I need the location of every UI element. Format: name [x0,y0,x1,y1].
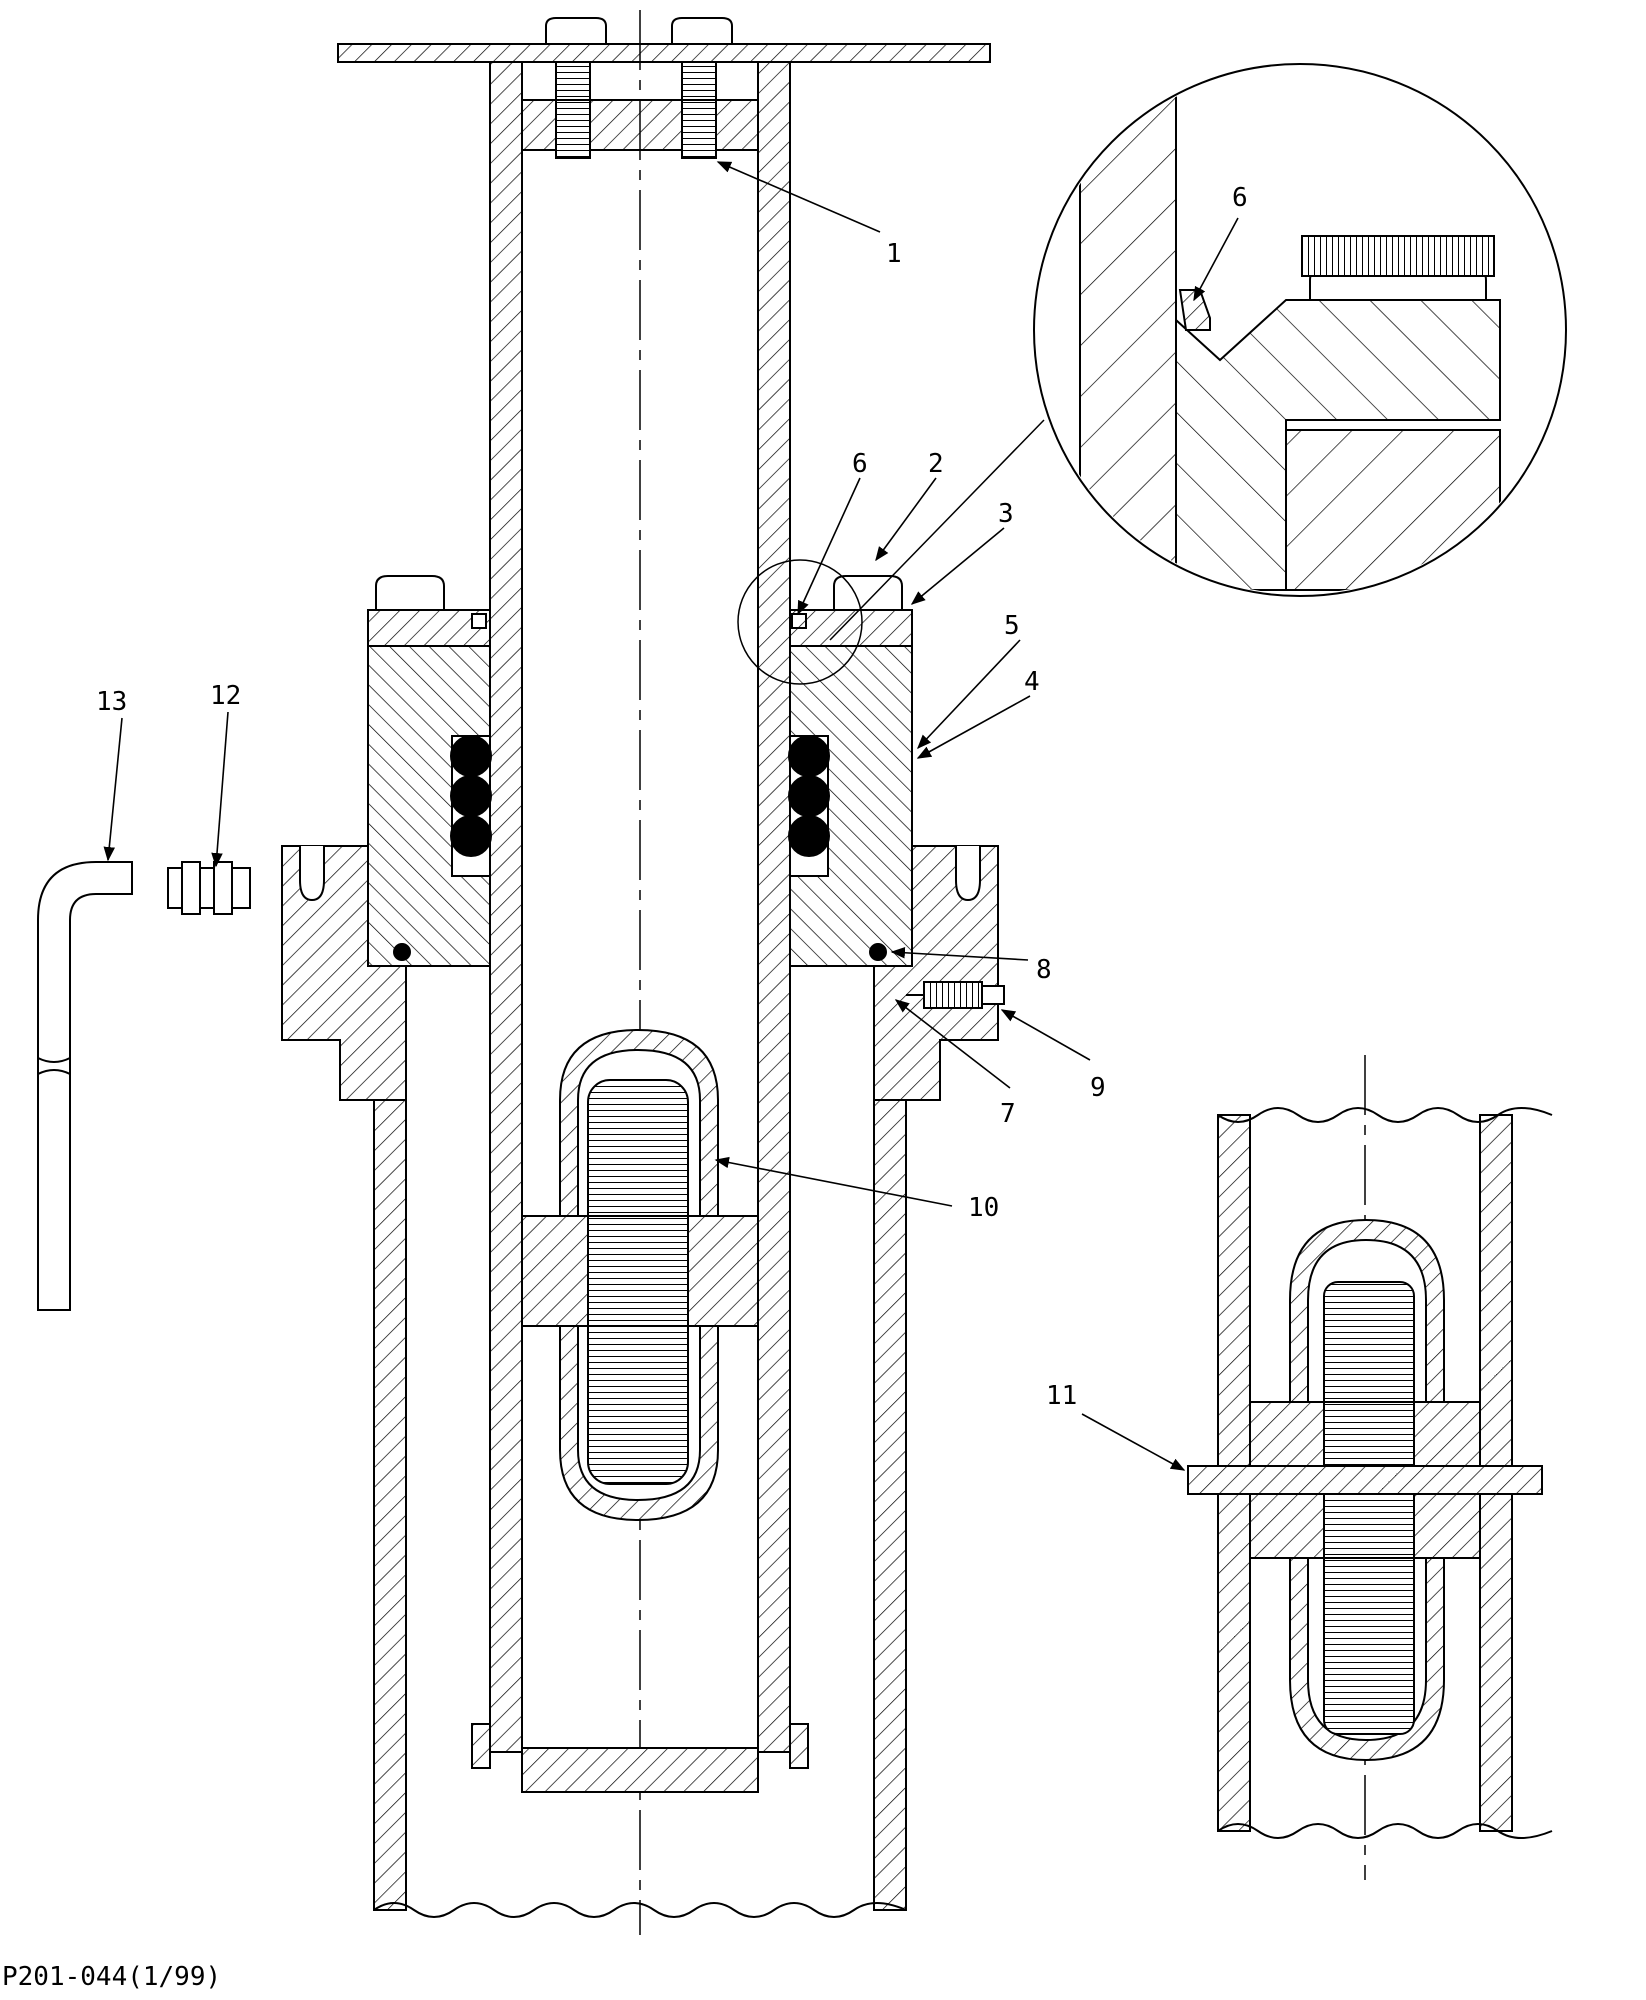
callout-6-detail: 6 [1232,183,1248,213]
detail-origin-circle [737,559,863,685]
callout-8: 8 [1036,955,1052,985]
callout-12: 12 [210,681,241,711]
callout-7: 7 [1000,1099,1016,1129]
pipe-nipple [167,861,251,915]
leader-lines [103,161,1239,1471]
casing-break-line [373,1902,907,1918]
callout-9: 9 [1090,1073,1106,1103]
test-port-fitting [906,981,1005,1009]
callout-6-main: 6 [852,449,868,479]
callout-5: 5 [1004,611,1020,641]
callout-1: 1 [886,239,902,269]
callout-4: 4 [1024,667,1040,697]
bottom-plug [521,1747,759,1793]
callout-labels: 1 2 3 6 5 4 6 8 9 7 10 11 12 13 [96,183,1248,1411]
callout-2: 2 [928,449,944,479]
callout-10: 10 [968,1193,999,1223]
top-plate [337,43,991,63]
hex-key [37,861,133,1311]
drawing-number: P201-044(1/99) [2,1962,222,1992]
detail-view [737,63,1567,685]
secondary-section-view [1187,1055,1553,1880]
inner-tube-right-wall [757,61,791,1753]
main-section-view [281,10,1005,1935]
inner-tube-left-wall [489,61,523,1753]
callout-3: 3 [998,499,1014,529]
right-gland-plate [789,609,913,647]
callout-13: 13 [96,687,127,717]
callout-11: 11 [1046,1381,1077,1411]
detail-leader [829,419,1045,641]
outer-casing-right [873,949,907,1911]
tools [37,861,251,1311]
lift-bar [1187,1465,1543,1495]
